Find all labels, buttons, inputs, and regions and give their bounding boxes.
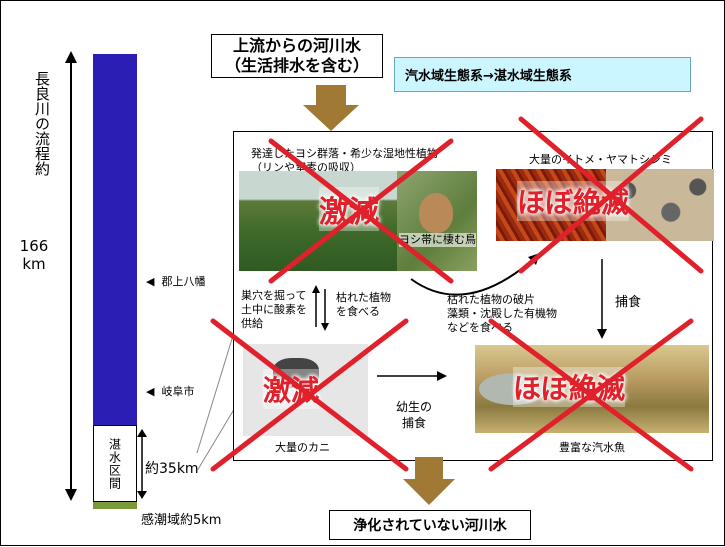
fish-photo [475,345,709,433]
pointer-icon: ◀ [146,385,162,398]
upstream-water-box: 上流からの河川水 （生活排水を含む） [211,34,383,78]
place-gujohachiman: ◀ 郡上八幡 [146,275,206,288]
cross-reeds-b [268,138,454,284]
juvenile-arrow [377,371,447,381]
impounded-length-arrow [137,429,147,499]
impounded-length: 約35km [145,461,199,477]
ecosystem-change-box: 汽水域生態系→湛水域生態系 [394,57,691,92]
eat-plants-text: 枯れた植物 を食べる [336,291,391,318]
river-length-value: 166 km [19,237,49,273]
impounded-section: 湛水区間 [93,425,137,502]
fish-caption: 豊富な汽水魚 [559,441,625,454]
reeds-status: 激減 [319,187,379,231]
cross-clams-b [518,116,704,274]
down-arrow-top-icon [303,85,359,131]
fish-icon [479,373,547,405]
debris-text: 枯れた植物の破片 藻類・沈殿した有機物 などを食べる [447,293,557,334]
tidal-zone-label: 感潮域約5km [141,513,222,528]
river-length-arrow [65,51,77,501]
unpurified-water-box: 浄化されていない河川水 [329,510,531,540]
cross-crabs-b [210,318,409,472]
reed-photo: ヨシ帯に棲む鳥 [239,171,477,271]
juvenile-text: 幼生の 捕食 [396,400,433,430]
tidal-zone-bar [93,502,137,509]
burrow-updown-arrow [312,285,329,331]
bird-photo [397,171,477,271]
river-length-label: 長良川の流程約 [33,71,51,176]
crabs-status: 激減 [263,369,320,409]
down-arrow-bottom-icon [403,457,455,505]
cross-fish-b [488,318,694,472]
place-gifu: ◀ 岐阜市 [146,385,195,398]
bird-icon [419,193,453,233]
bird-label: ヨシ帯に棲む鳥 [399,233,476,247]
predation-text: 捕食 [615,295,642,310]
burrow-text: 巣穴を掘って 土中に酸素を 供給 [241,289,307,330]
clams-status: ほぼ絶滅 [517,181,630,221]
crabs-caption: 大量のカニ [275,441,330,454]
worm-photo [496,169,714,241]
predation-arrow [597,259,607,339]
pointer-icon: ◀ [146,275,162,288]
river-bar [93,54,137,425]
